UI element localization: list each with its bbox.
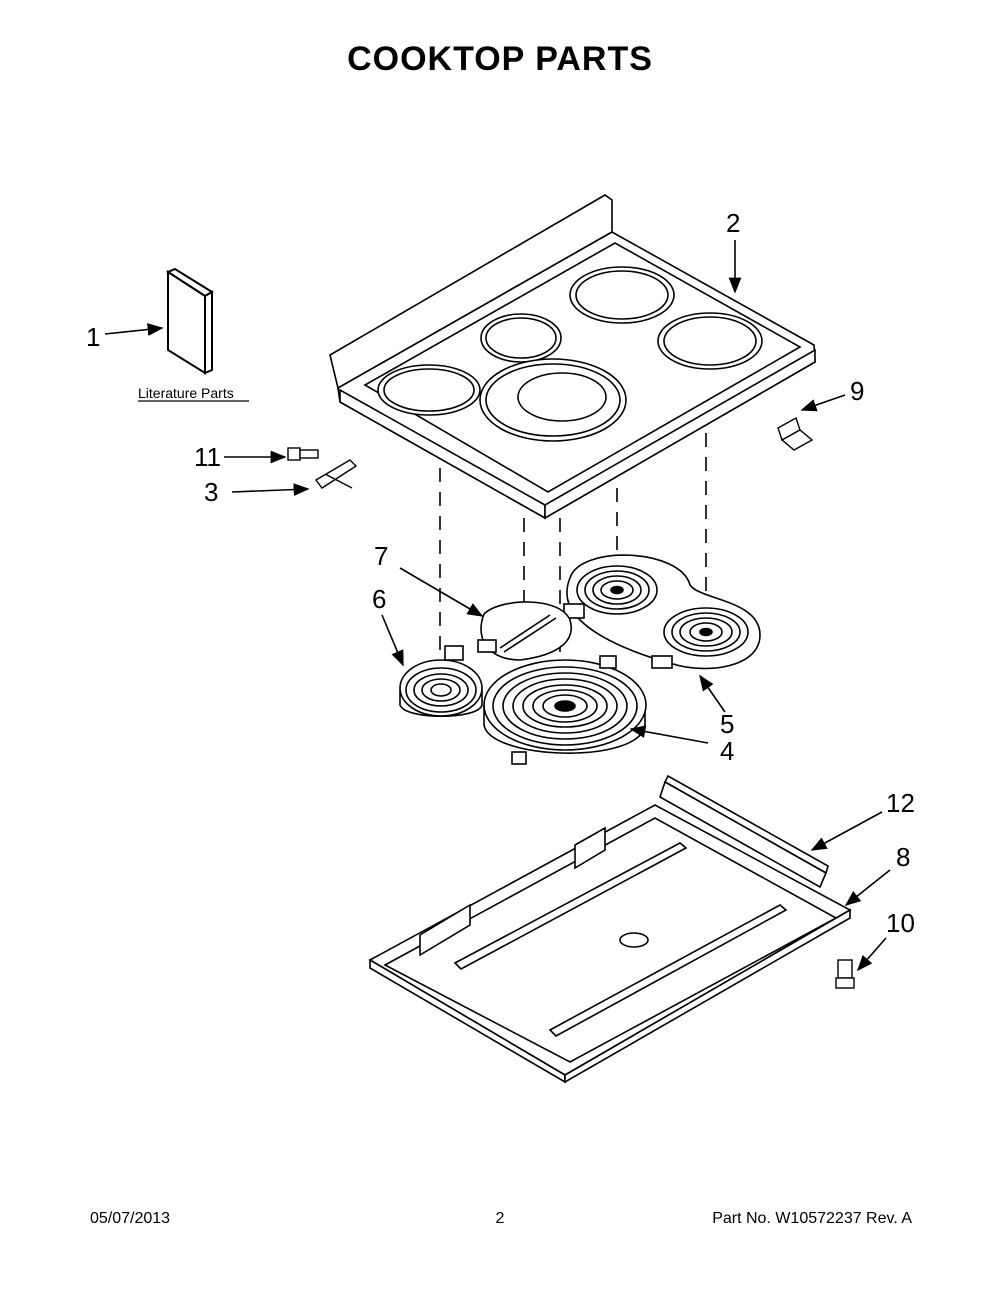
callout-3: 3: [204, 477, 218, 507]
callout-12: 12: [886, 788, 915, 818]
callout-arrows: [104, 240, 891, 972]
callout-1: 1: [86, 322, 100, 352]
mounting-bracket-icon: [777, 416, 814, 451]
screw-icon: [835, 959, 855, 989]
footer-page-number: 2: [495, 1210, 505, 1227]
page-title: COOKTOP PARTS: [347, 40, 653, 78]
callout-7: 7: [374, 541, 388, 571]
large-radiant-element: [483, 655, 647, 765]
callout-4: 4: [720, 736, 734, 766]
callout-2: 2: [726, 208, 740, 238]
mounting-clip-icon: [314, 459, 358, 489]
callout-5: 5: [720, 709, 734, 739]
limiter-plate: [477, 601, 572, 661]
screw-icon: [287, 447, 319, 461]
footer-date: 05/07/2013: [90, 1210, 171, 1227]
rear-trim-strip: [659, 774, 829, 889]
burner-box-pan: [368, 804, 852, 1084]
callout-8: 8: [896, 842, 910, 872]
footer-part-number: Part No. W10572237 Rev. A: [712, 1210, 912, 1227]
callout-9: 9: [850, 376, 864, 406]
literature-parts-label: Literature Parts: [138, 385, 234, 401]
literature-book-icon: [165, 267, 214, 375]
callout-10: 10: [886, 908, 915, 938]
callout-6: 6: [372, 584, 386, 614]
dual-radiant-element: [563, 554, 761, 670]
callout-11: 11: [194, 442, 221, 472]
cooktop-glass-top: [329, 194, 816, 520]
small-radiant-element: [399, 645, 483, 717]
